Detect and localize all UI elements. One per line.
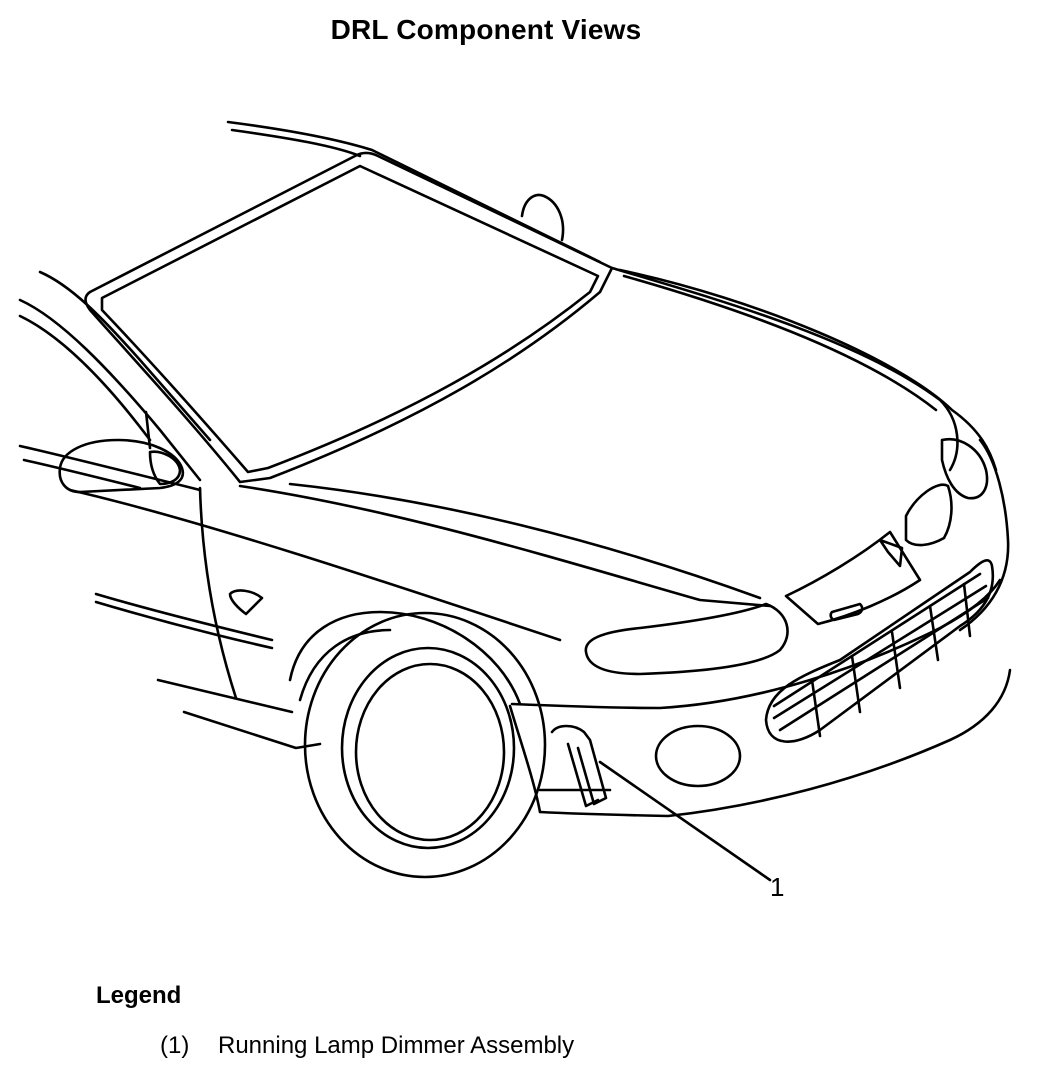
door-seam: [198, 486, 238, 700]
tire-outer: [303, 611, 547, 879]
roof-edge: [226, 120, 602, 264]
legend-heading: Legend: [96, 982, 182, 1009]
hood-center-crease: [288, 482, 762, 600]
side-marker-lamp: [228, 589, 264, 616]
side-window-line: [18, 314, 152, 442]
far-mirror: [520, 193, 565, 242]
callout-label-1: 1: [770, 872, 785, 902]
bumper-side: [508, 704, 542, 814]
windshield-outer: [84, 151, 614, 484]
legend-item-number: (1): [160, 1032, 190, 1059]
left-mirror-glass: [148, 450, 182, 486]
legend-item: (1) Running Lamp Dimmer Assembly: [96, 1032, 996, 1064]
windshield-inner: [100, 164, 600, 474]
dimmer-assembly-2: [566, 742, 600, 808]
bumper-bottom: [538, 668, 1012, 818]
hood-right-edge-2: [622, 274, 938, 412]
door-top-line: [18, 444, 202, 492]
a-pillar-left: [38, 270, 212, 442]
legend-item-text: Running Lamp Dimmer Assembly: [218, 1032, 575, 1059]
wheel-arch-inner: [298, 628, 392, 702]
grille-bar-5: [962, 582, 972, 638]
car-front-illustration: 1: [18, 120, 1012, 902]
grille-bar-1: [810, 678, 822, 738]
left-mirror-base: [144, 410, 152, 450]
car-line-drawing: [18, 120, 1012, 882]
grille-bar-3: [890, 630, 902, 690]
roof-edge-inner: [230, 128, 362, 158]
grille-bar-4: [928, 604, 940, 662]
wheel-arch: [288, 610, 522, 706]
hood-right-edge: [610, 266, 959, 472]
door-line-2: [22, 458, 142, 490]
wheel-face: [354, 662, 506, 842]
rocker-bottom-2: [182, 710, 322, 750]
grille-slat-3: [778, 596, 990, 732]
emblem: [878, 538, 904, 568]
left-headlamp: [584, 602, 789, 676]
right-headlamp: [940, 437, 989, 500]
hood-slot: [829, 602, 864, 622]
grille-bar-2: [850, 654, 862, 714]
a-pillar-left-2: [18, 298, 202, 482]
dimmer-assembly: [550, 724, 608, 806]
diagram-title: DRL Component Views: [330, 14, 642, 45]
grille-slat-1: [772, 572, 982, 708]
rocker-line-1: [94, 592, 274, 642]
tire-inner: [340, 646, 516, 850]
lower-grille: [764, 559, 995, 743]
rocker-line-2: [94, 600, 274, 650]
bumper-top: [510, 578, 1002, 710]
right-headlamp-lens: [904, 483, 953, 547]
legend: Legend (1) Running Lamp Dimmer Assembly: [96, 982, 996, 1064]
fender-right-top: [618, 268, 998, 472]
rocker-bottom: [156, 678, 294, 714]
fog-lamp: [654, 724, 742, 788]
hood-nose: [784, 530, 922, 626]
bumper-right-edge: [958, 438, 1010, 632]
callout-leader-line: [598, 760, 772, 882]
body-side-crease: [68, 488, 562, 642]
grille-slat-2: [772, 584, 988, 720]
hood-left-edge: [238, 484, 772, 608]
